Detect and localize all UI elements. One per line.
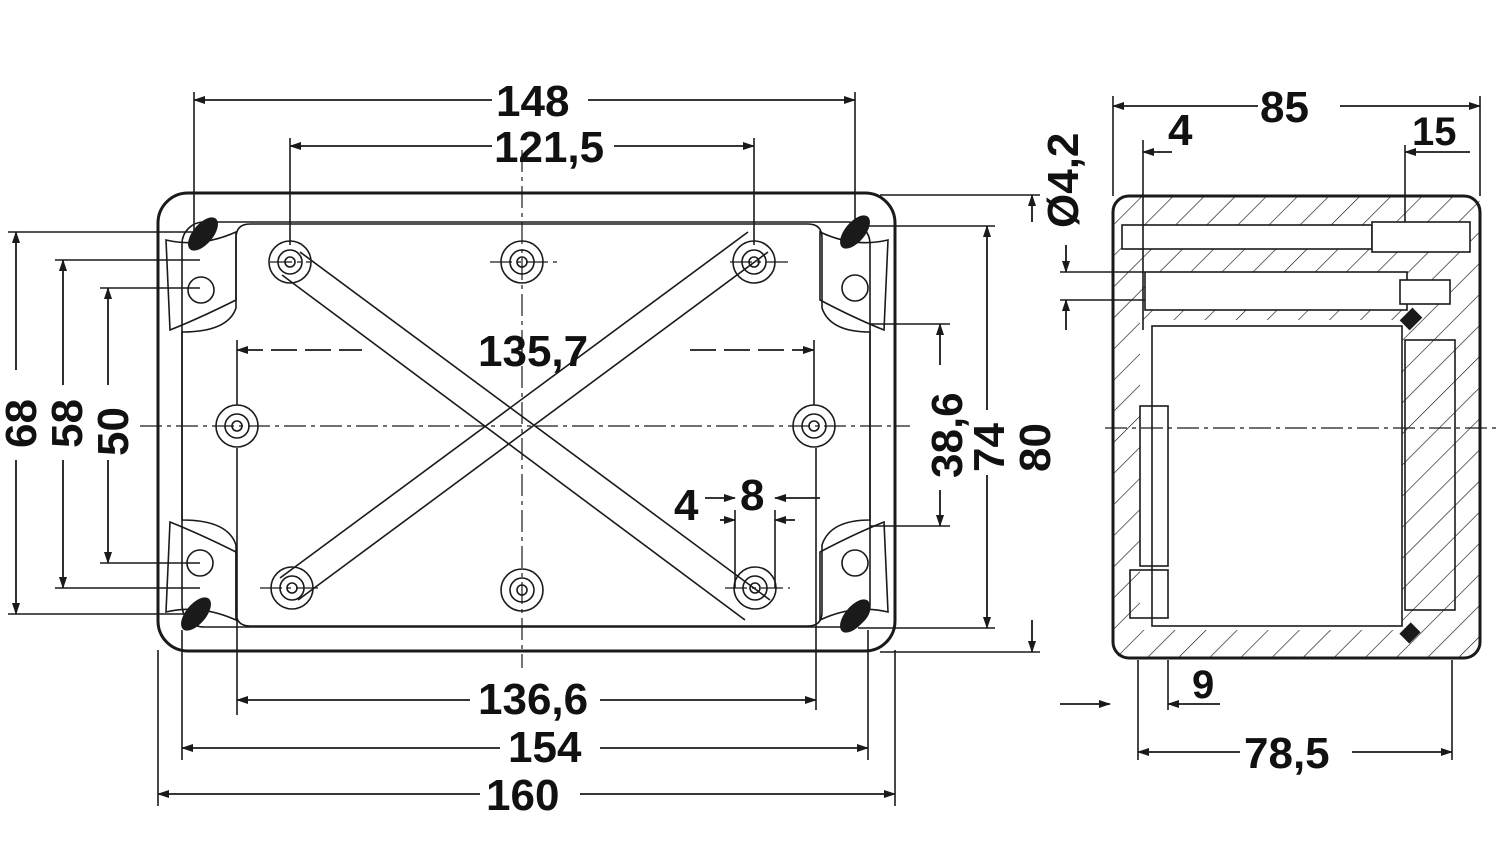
dimension-lines bbox=[12, 96, 1036, 798]
enclosure-outer-outline bbox=[156, 191, 897, 653]
dim-hole-diameter: Ø4,2 bbox=[1039, 133, 1088, 228]
mounting-holes bbox=[215, 240, 836, 612]
dim-121-5: 121,5 bbox=[494, 123, 604, 172]
front-view: 148 121,5 135,7 136,6 154 160 4 8 68 58 … bbox=[0, 77, 1088, 820]
dim-154: 154 bbox=[508, 723, 582, 772]
dim-4-slot: 4 bbox=[674, 481, 699, 530]
dim-74: 74 bbox=[965, 423, 1014, 472]
dim-136-6: 136,6 bbox=[478, 675, 588, 724]
side-screw-head bbox=[1371, 221, 1471, 253]
extension-lines bbox=[8, 92, 1040, 806]
dim-38-6: 38,6 bbox=[923, 392, 972, 478]
corner-boss-top-left bbox=[165, 217, 237, 332]
dim-80: 80 bbox=[1011, 423, 1060, 472]
side-seal-bottom bbox=[1399, 622, 1421, 644]
dim-side-4: 4 bbox=[1168, 106, 1193, 155]
side-inner-liner bbox=[1151, 325, 1403, 627]
dim-8-slot: 8 bbox=[740, 471, 764, 520]
side-clip-lower bbox=[1129, 569, 1169, 619]
dim-50: 50 bbox=[89, 407, 138, 456]
dim-135-7: 135,7 bbox=[478, 327, 588, 376]
side-outer-outline bbox=[1111, 194, 1482, 660]
dim-78-5: 78,5 bbox=[1244, 729, 1330, 778]
dim-9: 9 bbox=[1192, 663, 1214, 707]
dim-58: 58 bbox=[43, 399, 92, 448]
corner-boss-bottom-right bbox=[819, 520, 889, 633]
dim-85: 85 bbox=[1260, 83, 1309, 132]
corner-boss-bottom-left bbox=[165, 520, 237, 631]
side-screw-channel bbox=[1121, 224, 1373, 250]
side-section-hatched-wall bbox=[1113, 196, 1480, 658]
corner-boss-top-right bbox=[819, 215, 889, 332]
center-lines bbox=[140, 150, 910, 668]
side-clip-upper bbox=[1139, 405, 1169, 567]
dim-15: 15 bbox=[1412, 110, 1457, 154]
enclosure-cavity-outline bbox=[181, 223, 871, 627]
dim-68: 68 bbox=[0, 399, 46, 448]
side-cavity bbox=[1140, 325, 1402, 629]
dim-148: 148 bbox=[496, 77, 569, 126]
cross-rails bbox=[279, 231, 771, 621]
side-rib-right bbox=[1399, 279, 1451, 305]
side-rib bbox=[1144, 271, 1408, 311]
dim-160: 160 bbox=[486, 771, 559, 820]
side-view: 85 4 15 9 78,5 bbox=[1060, 83, 1500, 778]
side-seal-top bbox=[1399, 307, 1423, 331]
side-inner-panel bbox=[1404, 339, 1456, 611]
